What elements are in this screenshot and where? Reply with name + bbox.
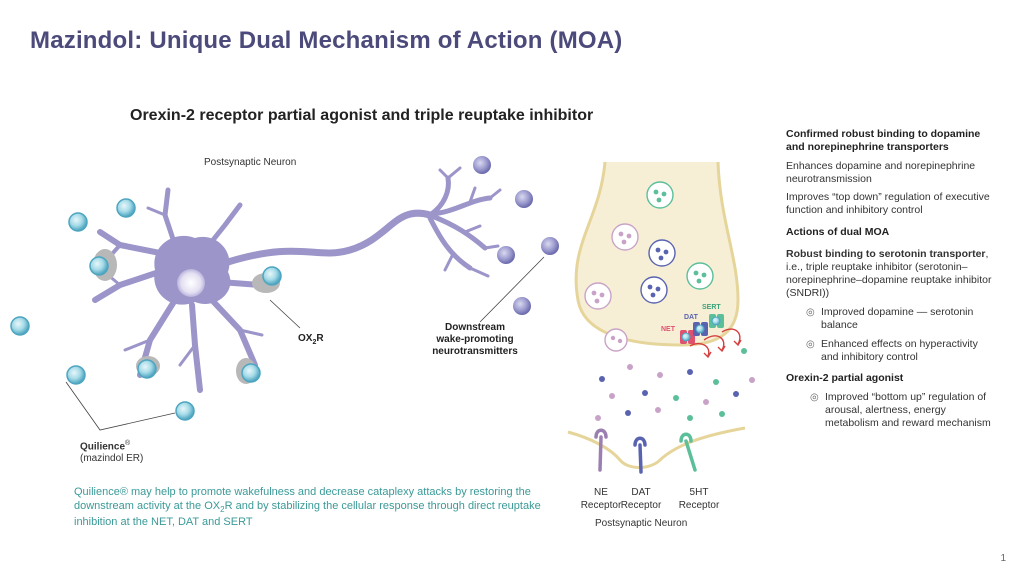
bullet-dopamine: ◎ Improved dopamine — serotonin balance	[806, 306, 998, 332]
downstream-label: Downstream wake-promoting neurotransmitt…	[420, 322, 530, 358]
neuron-nucleus	[177, 269, 205, 297]
bullet-dopamine-text: Improved dopamine — serotonin balance	[821, 306, 974, 331]
moa-details-panel: Confirmed robust binding to dopamine and…	[786, 128, 998, 430]
summary-post: R and by stabilizing the cellular respon…	[74, 499, 541, 529]
cleft-neurotransmitters	[595, 348, 755, 421]
drug-name: Quilience	[80, 441, 126, 453]
summary-sub: 2	[220, 504, 225, 514]
drug-at-transporters	[681, 316, 721, 342]
page-title: Mazindol: Unique Dual Mechanism of Actio…	[30, 27, 623, 54]
drug-reg-mark: ®	[125, 440, 131, 447]
heading-dual-moa: Actions of dual MOA	[786, 226, 890, 238]
dat-receptor-line1: DAT	[631, 487, 651, 498]
postsynaptic-neuron	[92, 166, 502, 393]
page-number: 1	[1000, 553, 1006, 564]
bullet-icon: ◎	[806, 307, 815, 318]
leader-lines	[65, 256, 545, 431]
synaptic-vesicles	[584, 181, 714, 352]
bullet-bottom-up: ◎ Improved “bottom up” regulation of arou…	[810, 391, 998, 430]
text-serotonin: Robust binding to serotonin transporter,…	[786, 248, 998, 300]
dat-receptor-line2: Receptor	[620, 500, 662, 511]
reuptake-arrows	[689, 328, 742, 359]
5ht-receptor	[679, 432, 697, 472]
quilience-label: Quilience® (mazindol ER)	[80, 438, 143, 465]
serotonin-rest: , i.e., triple reuptake inhibitor (serot…	[786, 248, 992, 299]
text-top-down: Improves “top down” regulation of execut…	[786, 191, 990, 216]
ne-receptor	[594, 428, 608, 472]
ox2r-label-text: OX	[298, 333, 313, 344]
wake-promoting-neurotransmitters	[473, 156, 559, 315]
heading-orexin: Orexin-2 partial agonist	[786, 372, 904, 384]
bullet-hyperactivity: ◎ Enhanced effects on hyperactivity and i…	[806, 338, 998, 364]
postsynaptic-membrane	[567, 426, 746, 469]
5ht-receptor-label: 5HT Receptor	[671, 486, 727, 512]
summary-pre: Quilience® may help to promote wakefulne…	[74, 486, 531, 512]
bullet-hyperactivity-text: Enhanced effects on hyperactivity and in…	[821, 338, 978, 363]
postsynaptic-neuron-label: Postsynaptic Neuron	[204, 157, 297, 168]
dat-receptor-label: DAT Receptor	[613, 486, 669, 512]
5ht-receptor-line1: 5HT	[689, 487, 709, 498]
quilience-molecules	[10, 198, 282, 421]
sert-label: SERT	[702, 304, 721, 311]
text-enhances: Enhances dopamine and norepinephrine neu…	[786, 160, 976, 185]
ne-receptor-line2: Receptor	[580, 500, 622, 511]
ox2r-label-sub: 2	[312, 339, 317, 346]
dat-receptor	[633, 436, 647, 474]
dat-label: DAT	[684, 314, 698, 321]
bullet-icon: ◎	[810, 392, 819, 403]
vesicle-contents	[591, 189, 707, 344]
downstream-line2: wake-promoting	[436, 334, 514, 345]
bullet-icon: ◎	[806, 339, 815, 350]
net-label: NET	[661, 326, 675, 333]
heading-binding: Confirmed robust binding to dopamine and…	[786, 128, 981, 153]
ox2r-label: OX2R	[298, 333, 324, 349]
downstream-line3: neurotransmitters	[432, 346, 518, 357]
ox2r-label-tail: R	[316, 333, 324, 344]
diagram-subtitle: Orexin-2 receptor partial agonist and tr…	[130, 107, 594, 124]
summary-text: Quilience® may help to promote wakefulne…	[74, 486, 554, 530]
drug-generic: (mazindol ER)	[80, 453, 144, 465]
5ht-receptor-line2: Receptor	[678, 500, 720, 511]
downstream-line1: Downstream	[444, 322, 505, 333]
bullet-bottom-up-text: Improved “bottom up” regulation of arous…	[825, 391, 991, 429]
ne-receptor-line1: NE	[594, 487, 608, 498]
ne-receptor-label: NE Receptor	[573, 486, 629, 512]
postsynaptic-neuron-bottom-label: Postsynaptic Neuron	[595, 518, 688, 529]
serotonin-bold: Robust binding to serotonin transporter	[786, 248, 986, 260]
